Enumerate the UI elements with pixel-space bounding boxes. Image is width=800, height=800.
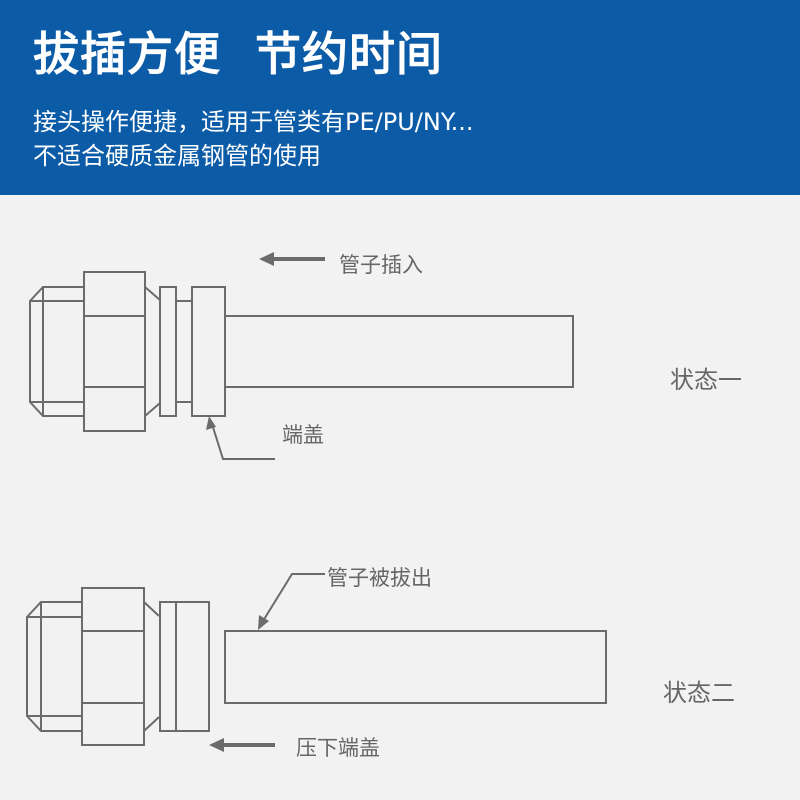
- collet-ring: [159, 286, 177, 417]
- fitting-state-2: [26, 573, 607, 752]
- pulled-out-label: 管子被拔出: [327, 566, 432, 590]
- pressed-end-cap: [159, 601, 210, 732]
- state-2-label: 状态二: [663, 679, 735, 707]
- subtitle-line-1: 接头操作便捷，适用于管类有PE/PU/NY...: [33, 108, 474, 136]
- nut-outline: [26, 601, 82, 732]
- press-arrow-head: [209, 738, 224, 752]
- hex-body: [83, 271, 146, 432]
- press-cap-label: 压下端盖: [296, 736, 380, 760]
- header-banner: 拔插方便 节约时间 接头操作便捷，适用于管类有PE/PU/NY... 不适合硬质…: [0, 0, 800, 195]
- taper: [144, 286, 161, 417]
- tube: [224, 630, 607, 704]
- cap-leader-arrow-head: [206, 416, 216, 430]
- tube: [225, 315, 574, 388]
- end-cap: [191, 286, 226, 417]
- end-cap-label: 端盖: [282, 423, 324, 447]
- hex-body-lines: [82, 630, 144, 704]
- taper: [143, 601, 160, 732]
- pull-leader-line: [262, 573, 325, 622]
- page-title: 拔插方便 节约时间: [33, 27, 444, 81]
- hex-body: [81, 587, 145, 746]
- hex-body-lines: [84, 315, 145, 388]
- nut-outline: [29, 286, 84, 417]
- state-1-label: 状态一: [670, 366, 742, 394]
- fitting-state-1: [29, 252, 574, 460]
- neck: [176, 300, 192, 403]
- insert-label: 管子插入: [339, 253, 423, 277]
- subtitle-line-2: 不适合硬质金属钢管的使用: [33, 142, 321, 170]
- insert-arrow-head: [259, 252, 274, 266]
- pull-leader-arrow-head: [258, 615, 269, 630]
- cap-leader-line: [211, 423, 275, 460]
